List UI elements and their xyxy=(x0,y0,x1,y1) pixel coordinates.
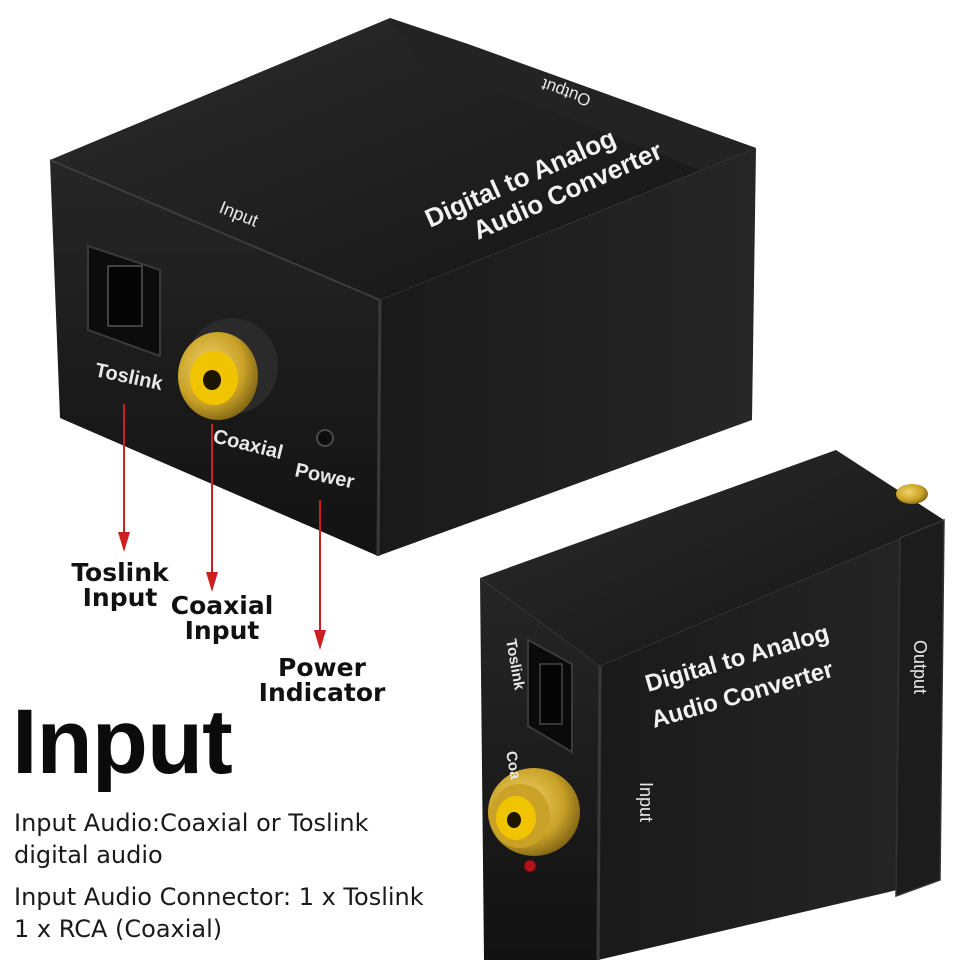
device-bottom-output-label: Output xyxy=(910,640,930,694)
callout-toslink-line2: Input xyxy=(82,583,158,612)
device-bottom-input-label: Input xyxy=(636,782,656,822)
device-top-side-face xyxy=(378,148,756,556)
spec-line-2: digital audio xyxy=(14,841,163,869)
spec-line-1: Input Audio:Coaxial or Toslink xyxy=(14,809,369,837)
callout-coaxial-line2: Input xyxy=(184,616,260,645)
toslink-port xyxy=(87,244,161,358)
device-bottom: Digital to Analog Audio Converter Input … xyxy=(480,450,945,960)
bottom-coaxial-port xyxy=(488,768,580,856)
spec-line-4: 1 x RCA (Coaxial) xyxy=(14,915,223,943)
callout-toslink-input: Toslink Input xyxy=(60,560,180,610)
section-heading: Input xyxy=(12,691,233,793)
callout-toslink-line1: Toslink xyxy=(71,558,169,587)
device-top: Input Toslink Coaxial Power Digital to A… xyxy=(49,18,756,557)
device-bottom-coaxial-label: Coa xyxy=(502,750,524,782)
power-led xyxy=(316,429,334,447)
spec-line-3: Input Audio Connector: 1 x Toslink xyxy=(14,883,424,911)
callout-power-indicator: Power Indicator xyxy=(252,655,392,705)
callout-power-line2: Indicator xyxy=(258,678,386,707)
callout-arrows xyxy=(118,404,326,650)
bottom-power-led xyxy=(523,859,537,873)
callout-coaxial-line1: Coaxial xyxy=(170,591,274,620)
callout-coaxial-input: Coaxial Input xyxy=(160,593,284,643)
device-bottom-top-face xyxy=(480,450,944,666)
device-top-output-band xyxy=(390,18,756,170)
coaxial-port xyxy=(178,318,278,420)
device-bottom-output-band xyxy=(895,518,945,898)
bottom-toslink-port xyxy=(527,638,573,754)
callout-power-line1: Power xyxy=(278,653,366,682)
device-bottom-side-face xyxy=(598,520,944,960)
